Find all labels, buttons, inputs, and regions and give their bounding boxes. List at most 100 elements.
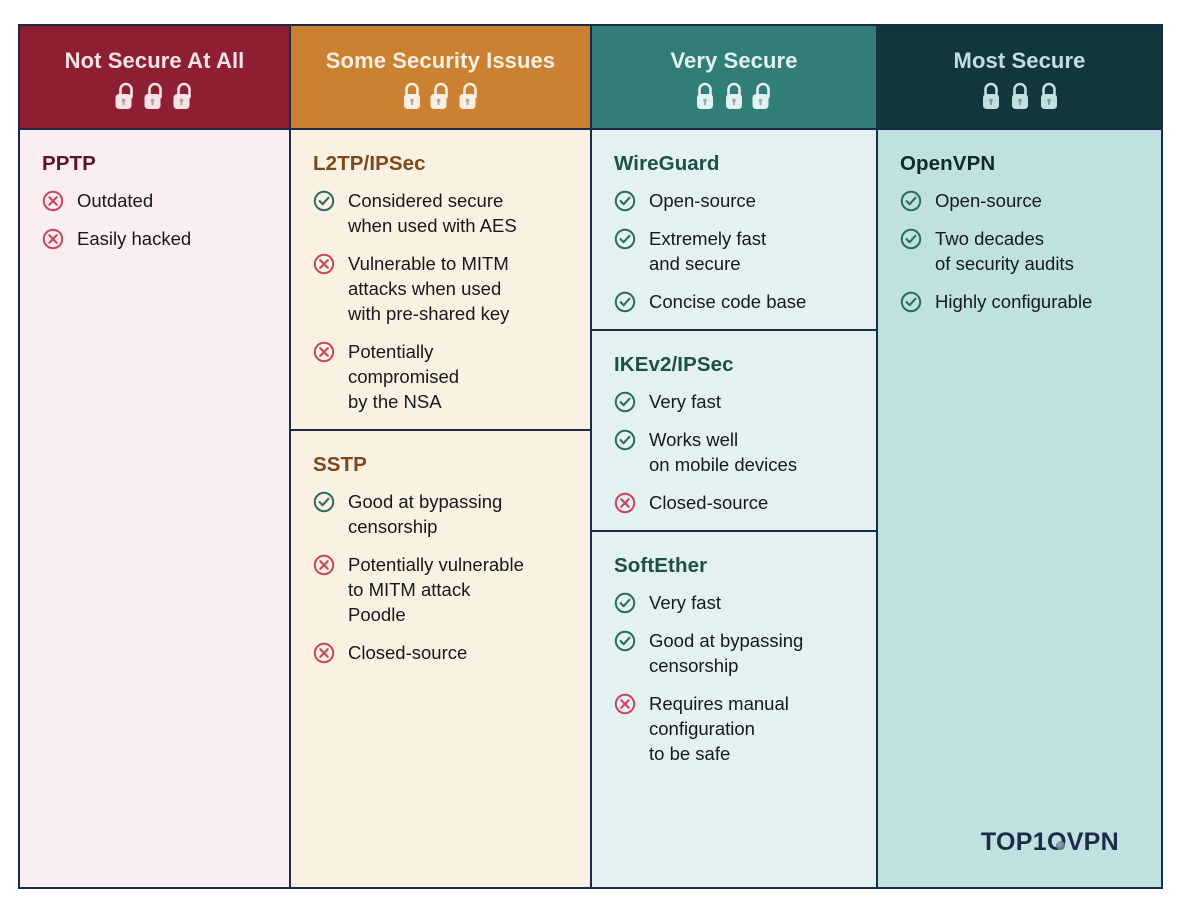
lock-closed-icon <box>1009 81 1031 111</box>
protocol-point-text: Easily hacked <box>77 227 192 249</box>
protocol-point-text: Concise code base <box>649 290 807 312</box>
lock-closed-icon <box>1038 81 1060 111</box>
protocol-point: Closed-source <box>614 491 856 516</box>
check-icon <box>900 291 922 313</box>
cross-icon <box>313 341 335 363</box>
cross-icon <box>42 228 64 250</box>
check-icon <box>900 190 922 212</box>
column-title: Very Secure <box>670 47 798 73</box>
protocol-point: Highly configurable <box>900 290 1141 315</box>
protocol-name: OpenVPN <box>900 152 996 175</box>
lock-closed-icon <box>401 81 423 111</box>
protocol-name: SoftEther <box>614 553 708 577</box>
cross-icon <box>313 642 335 664</box>
lock-open-icon <box>144 81 166 111</box>
protocol-point-text: Works well on mobile devices <box>649 428 798 475</box>
lock-rating-group <box>401 81 481 111</box>
column-header-most-secure: Most Secure <box>878 26 1161 130</box>
lock-rating-group <box>694 81 774 111</box>
protocol-point-text: Very fast <box>649 390 721 412</box>
protocol-name: PPTP <box>42 152 96 175</box>
protocol-point: Considered secure when used with AES <box>313 189 570 239</box>
protocol-point: Concise code base <box>614 290 856 315</box>
protocol-point-text: Closed-source <box>348 641 468 663</box>
protocol-point: Outdated <box>42 189 269 214</box>
check-icon <box>313 491 335 513</box>
protocol-point: Requires manual configuration to be safe <box>614 692 856 767</box>
protocol-point: Two decades of security audits <box>900 227 1141 277</box>
logo-text: TOP1OVPN <box>980 828 1119 856</box>
protocol-point-text: Considered secure when used with AES <box>348 190 517 236</box>
protocol-name: IKEv2/IPSec <box>614 352 734 376</box>
column-header-very-secure: Very Secure <box>592 26 876 130</box>
protocol-point: Good at bypassing censorship <box>614 629 856 679</box>
protocol-name: WireGuard <box>614 152 720 175</box>
column-title: Some Security Issues <box>325 47 556 73</box>
lock-closed-icon <box>723 81 745 111</box>
lock-open-icon <box>430 81 452 111</box>
cross-icon <box>42 190 64 212</box>
logo-dot-icon <box>1056 841 1065 850</box>
column-title: Most Secure <box>953 47 1086 73</box>
check-icon <box>614 228 636 250</box>
check-icon <box>313 190 335 212</box>
protocol-point: Very fast <box>614 591 856 616</box>
protocol-point: Good at bypassing censorship <box>313 490 570 540</box>
protocol-point-text: Extremely fast and secure <box>649 227 767 274</box>
protocol-point-text: Closed-source <box>649 491 769 513</box>
protocol-point-text: Very fast <box>649 591 721 613</box>
check-icon <box>614 291 636 313</box>
cross-icon <box>614 492 636 514</box>
protocol-point-text: Outdated <box>77 190 154 211</box>
protocol-point: Closed-source <box>313 641 570 666</box>
protocol-name: L2TP/IPSec <box>313 152 426 175</box>
protocol-point-text: Highly configurable <box>935 290 1093 312</box>
check-icon <box>614 592 636 614</box>
protocol-point: Very fast <box>614 390 856 415</box>
lock-closed-icon <box>980 81 1002 111</box>
protocol-name: SSTP <box>313 452 367 476</box>
lock-open-icon <box>752 81 774 111</box>
protocol-point-text: Potentially vulnerable to MITM attack Po… <box>348 553 524 625</box>
protocol-point-text: Requires manual configuration to be safe <box>649 692 789 764</box>
protocol-point: Potentially compromised by the NSA <box>313 340 570 415</box>
check-icon <box>614 190 636 212</box>
top10vpn-logo: TOP1OVPN <box>981 828 1119 857</box>
protocol-point-text: Open-source <box>935 190 1042 211</box>
cross-icon <box>614 693 636 715</box>
protocol-point: Open-source <box>614 189 856 214</box>
protocol-point: Easily hacked <box>42 227 269 252</box>
check-icon <box>614 429 636 451</box>
protocol-point-text: Good at bypassing censorship <box>348 490 503 537</box>
column-header-not-secure-at-all: Not Secure At All <box>20 26 289 130</box>
lock-open-icon <box>115 81 137 111</box>
lock-open-icon <box>459 81 481 111</box>
protocol-point: Extremely fast and secure <box>614 227 856 277</box>
protocol-point-text: Good at bypassing censorship <box>649 629 804 676</box>
check-icon <box>614 630 636 652</box>
check-icon <box>614 391 636 413</box>
protocol-point-text: Two decades of security audits <box>935 227 1074 274</box>
protocol-point: Works well on mobile devices <box>614 428 856 478</box>
